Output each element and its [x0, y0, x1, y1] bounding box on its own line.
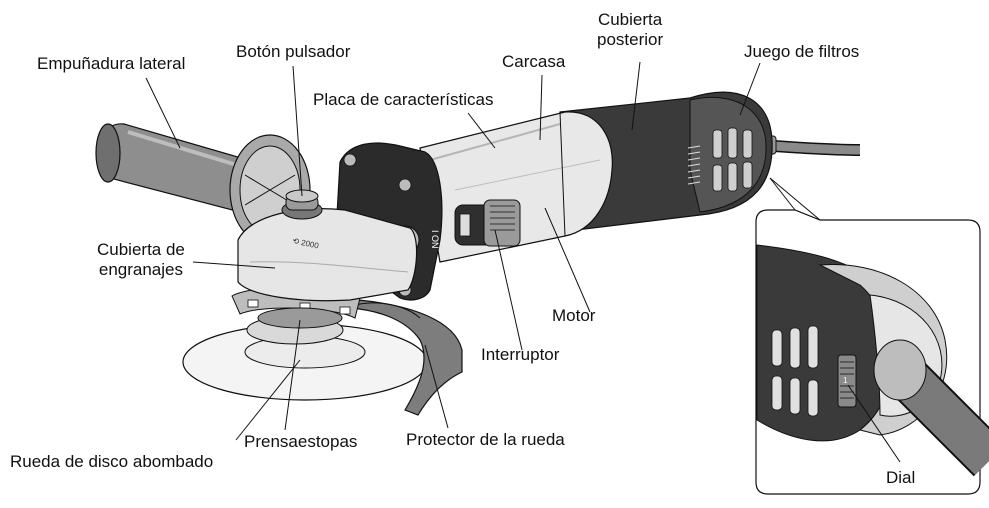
filter-slots	[712, 127, 753, 192]
switch	[454, 199, 521, 247]
gear-cover: ⟲ 2000	[237, 208, 418, 302]
label-gear-cover-line1: Cubierta de	[97, 240, 185, 259]
rear-body	[559, 91, 773, 233]
label-rear-cover-line1: Cubierta	[597, 10, 663, 29]
label-push-button: Botón pulsador	[236, 42, 351, 61]
label-dial: Dial	[886, 468, 916, 487]
label-motor: Motor	[552, 306, 596, 325]
label-side-handle: Empuñadura lateral	[37, 54, 186, 73]
label-wheel-guard: Protector de la rueda	[406, 430, 565, 449]
label-nameplate: Placa de características	[313, 90, 494, 109]
inset-filter-slots	[771, 325, 819, 417]
depressed-center-wheel	[182, 315, 428, 401]
label-depressed-wheel: Rueda de disco abombado	[10, 452, 214, 471]
side-handle	[95, 123, 262, 213]
label-rear-cover-line2: posterior	[597, 30, 664, 49]
svg-text:I ON: I ON	[430, 230, 440, 249]
clamp-nut	[257, 307, 343, 329]
label-housing: Carcasa	[502, 52, 566, 71]
inset-callout: 1	[755, 177, 989, 495]
svg-text:1: 1	[843, 376, 848, 385]
label-filter-set: Juego de filtros	[744, 42, 860, 61]
label-clamp-nut: Prensaestopas	[244, 432, 358, 451]
label-gear-cover-line2: engranajes	[98, 260, 183, 279]
label-switch: Interruptor	[481, 345, 560, 364]
dial: 1	[837, 354, 857, 408]
leader-lines	[145, 61, 901, 463]
label-gear-cover: Cubierta de engranajes	[97, 240, 185, 280]
label-rear-cover: Cubierta posterior	[597, 10, 663, 50]
